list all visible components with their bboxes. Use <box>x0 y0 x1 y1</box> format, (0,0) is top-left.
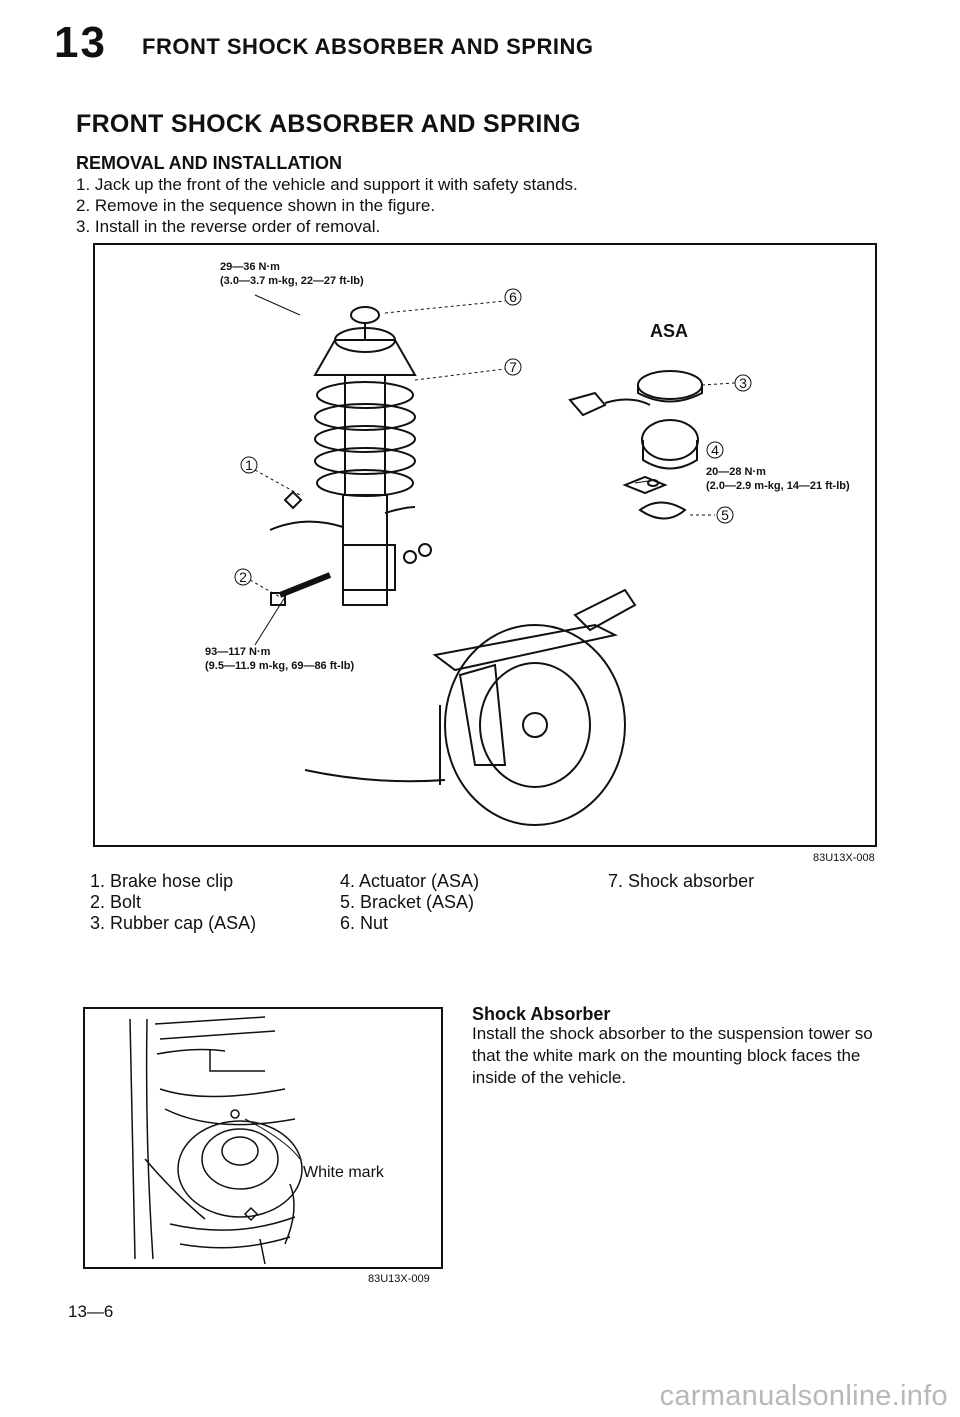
note-body: Install the shock absorber to the suspen… <box>472 1024 873 1087</box>
callout-2: 2 <box>234 568 252 586</box>
callout-6: 6 <box>504 288 522 306</box>
top-mount <box>313 339 417 376</box>
svg-text:3: 3 <box>739 375 747 391</box>
step-2: 2. Remove in the sequence shown in the f… <box>76 196 436 215</box>
legend-item: 5. Bracket (ASA) <box>340 892 475 912</box>
legend-item: 7. Shock absorber <box>608 871 755 891</box>
coil-spring <box>314 381 416 497</box>
torque-asa-line2: (2.0—2.9 m-kg, 14—21 ft-lb) <box>706 480 850 492</box>
svg-text:7: 7 <box>509 359 517 375</box>
watermark: carmanualsonline.info <box>659 1380 948 1412</box>
svg-text:2: 2 <box>239 569 247 585</box>
mounting-block <box>177 1120 303 1218</box>
white-mark-figure: White mark <box>83 1007 443 1269</box>
brake-hose <box>269 520 344 531</box>
figure-1-code: 83U13X-008 <box>813 852 875 864</box>
legend-column-2: 4. Actuator (ASA) 5. Bracket (ASA) 6. Nu… <box>340 871 479 934</box>
knuckle-and-disc <box>304 588 637 826</box>
svg-text:1: 1 <box>245 457 253 473</box>
shock-rod-housing <box>344 374 386 496</box>
actuator <box>641 419 699 461</box>
section-title: FRONT SHOCK ABSORBER AND SPRING <box>76 110 581 138</box>
legend-item: 2. Bolt <box>90 892 142 912</box>
svg-text:5: 5 <box>721 507 729 523</box>
step-3: 3. Install in the reverse order of remov… <box>76 217 381 236</box>
legend-column-1: 1. Brake hose clip 2. Bolt 3. Rubber cap… <box>90 871 256 934</box>
page-number: 13—6 <box>68 1302 114 1321</box>
bolt <box>278 572 332 598</box>
torque-top-line1: 29—36 N·m <box>220 261 280 273</box>
callout-1: 1 <box>240 456 258 474</box>
white-mark-dot <box>230 1109 240 1119</box>
legend-item: 1. Brake hose clip <box>90 871 234 891</box>
torque-bolt-line2: (9.5—11.9 m-kg, 69—86 ft-lb) <box>205 660 354 672</box>
brake-hose-clip <box>283 490 303 510</box>
asa-actuator-group <box>568 370 703 520</box>
callout-7: 7 <box>504 358 522 376</box>
callout-3: 3 <box>734 374 752 392</box>
rubber-cap <box>637 370 703 400</box>
torque-bolt-line1: 93—117 N·m <box>205 646 271 658</box>
legend-item: 3. Rubber cap (ASA) <box>90 913 257 933</box>
asa-label: ASA <box>650 321 688 341</box>
exploded-view-figure: 6 7 1 2 3 4 5 ASA 29—36 N·m (3.0—3.7 m-k… <box>93 243 877 847</box>
note-title: Shock Absorber <box>472 1004 611 1024</box>
legend-column-3: 7. Shock absorber <box>608 871 754 892</box>
chapter-number: 13 <box>54 18 107 67</box>
chapter-title: FRONT SHOCK ABSORBER AND SPRING <box>142 34 594 59</box>
step-1: 1. Jack up the front of the vehicle and … <box>76 175 578 194</box>
svg-text:4: 4 <box>711 442 719 458</box>
legend-item: 6. Nut <box>340 913 389 933</box>
figure-2-code: 83U13X-009 <box>368 1273 430 1285</box>
callout-5: 5 <box>716 506 734 524</box>
white-mark-label: White mark <box>303 1164 385 1181</box>
suspension-illustration: 6 7 1 2 3 4 5 ASA 29—36 N·m (3.0—3.7 m-k… <box>205 261 850 826</box>
bracket <box>638 501 687 520</box>
torque-asa-line1: 20—28 N·m <box>706 466 766 478</box>
shock-body <box>342 494 388 606</box>
svg-text:6: 6 <box>509 289 517 305</box>
legend-item: 4. Actuator (ASA) <box>340 871 480 891</box>
suspension-tower-illustration: White mark <box>129 1016 385 1265</box>
callout-4: 4 <box>706 441 724 459</box>
top-nut <box>350 306 380 324</box>
procedure-steps: 1. Jack up the front of the vehicle and … <box>76 174 578 237</box>
torque-top-line2: (3.0—3.7 m-kg, 22—27 ft-lb) <box>220 275 364 287</box>
strut-bracket <box>343 544 396 591</box>
subsection-title: REMOVAL AND INSTALLATION <box>76 153 342 173</box>
